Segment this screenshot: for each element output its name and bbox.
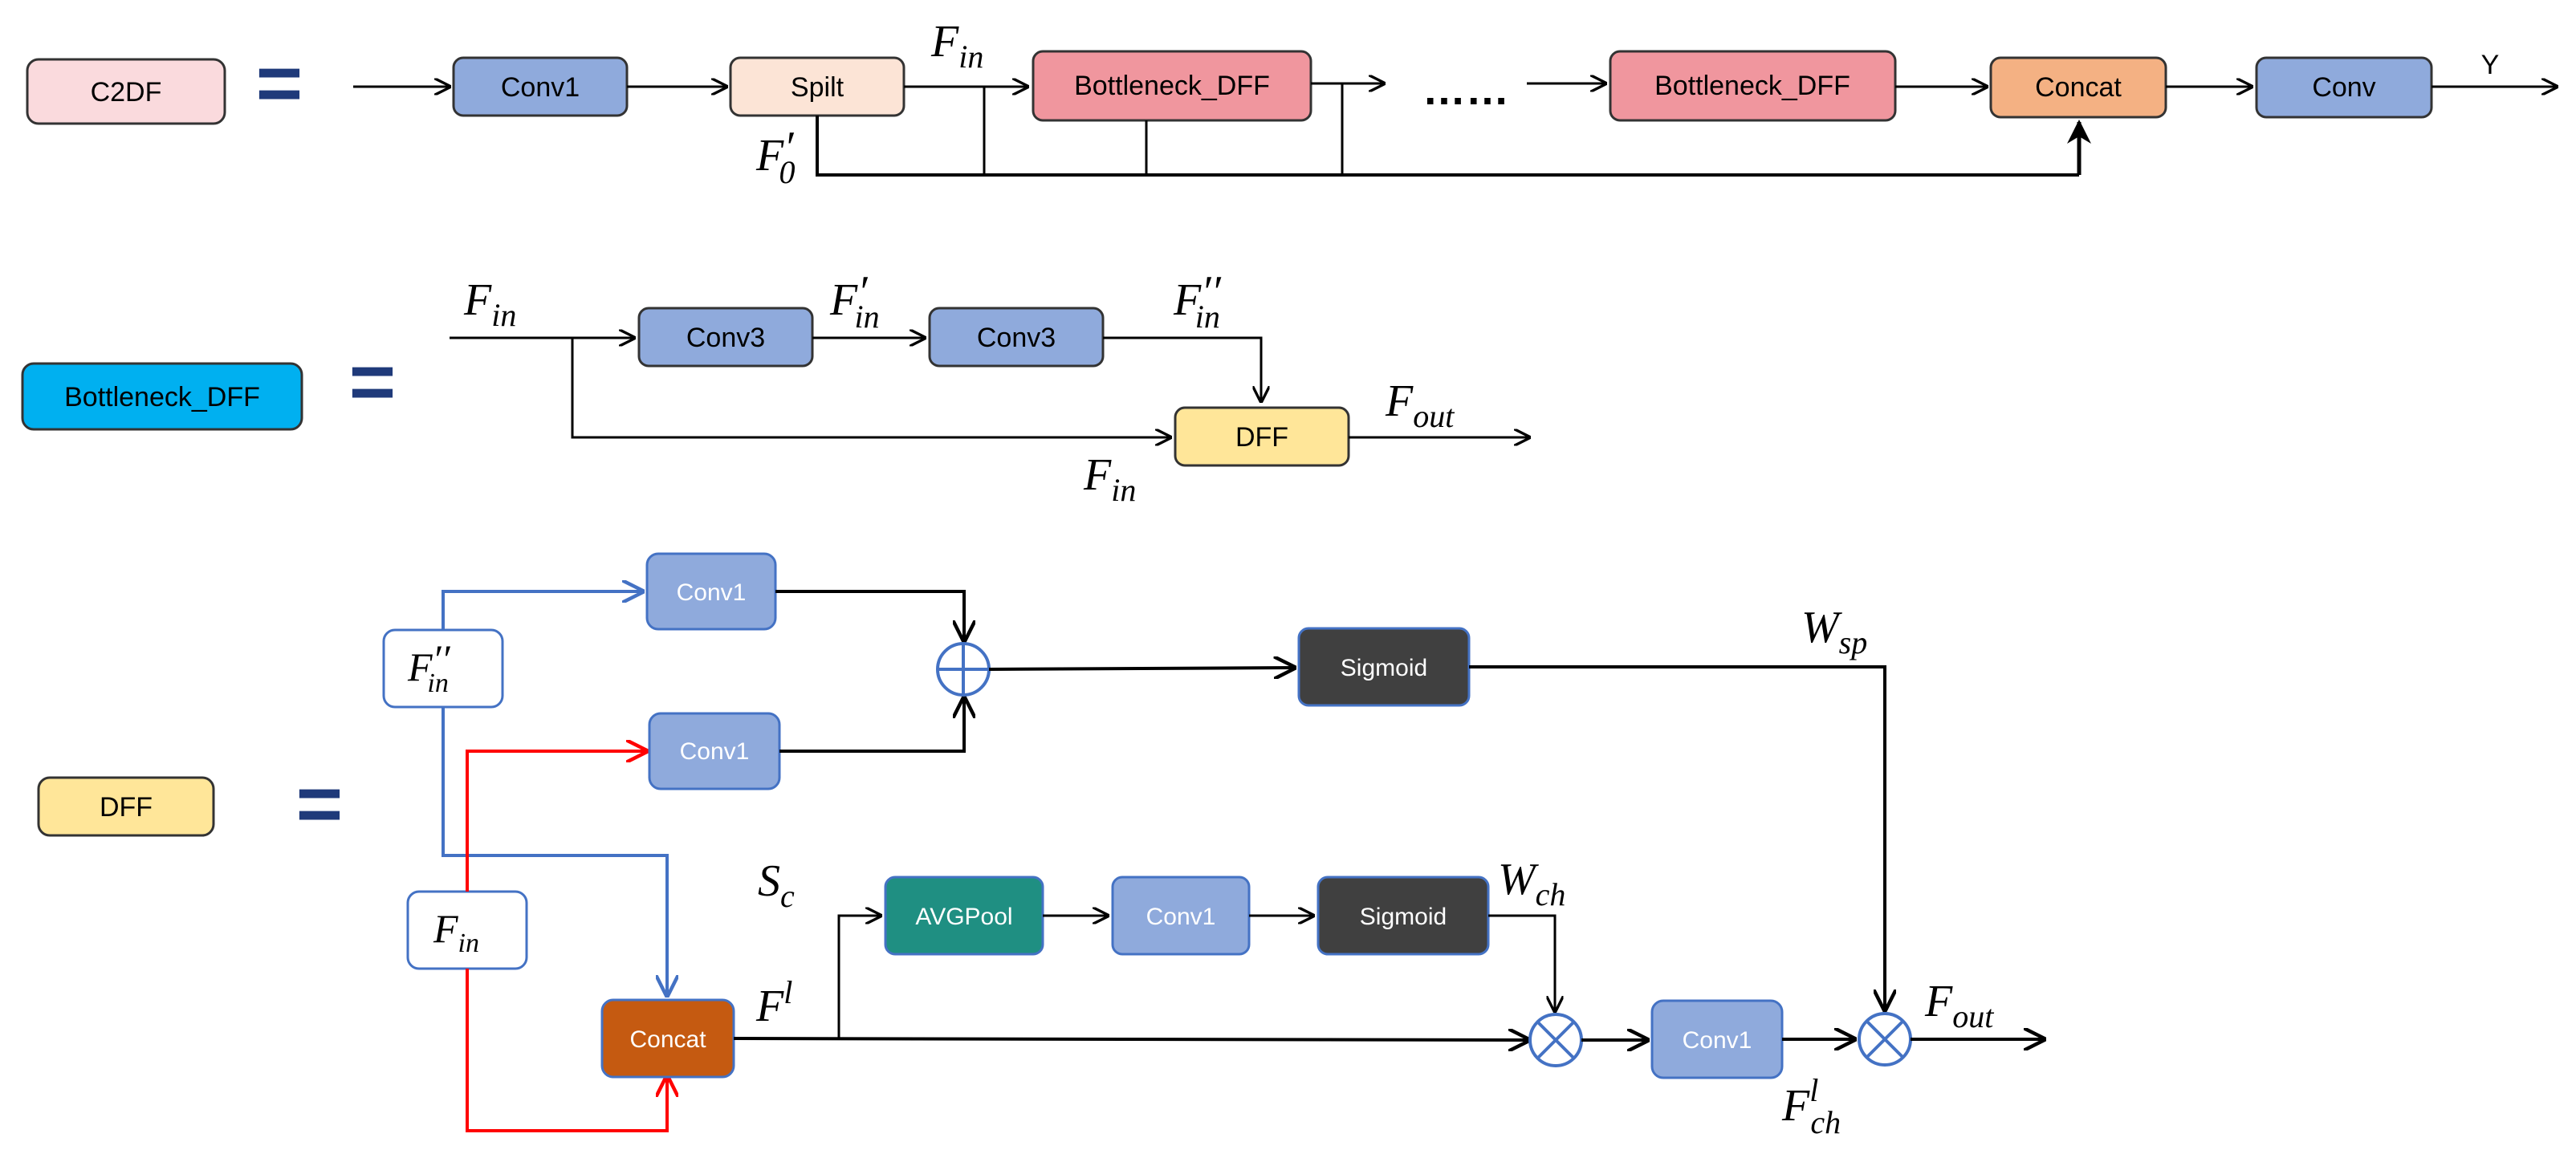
red-to-conv1-mid-arrow [466,751,646,892]
bottleneck-dff-label-1: Bottleneck_DFF [1074,71,1270,101]
blue-to-concat-arrow [442,707,667,995]
f-in-dprime-box-label: F′′in [407,636,450,698]
concat-to-mult-arrow [733,1038,1528,1040]
add-to-sigmoid-arrow [988,668,1294,669]
concat-brown-label: Concat [629,1026,706,1053]
f-out-label-dff: Fout [1924,977,1994,1034]
conv3-label-1: Conv3 [686,323,765,353]
conv1-label: Conv1 [501,72,580,103]
skip-f0-line [816,116,2079,177]
conv3-label-2: Conv3 [977,323,1056,353]
dff-title: DFF [100,792,153,823]
conv1-mid-label: Conv1 [680,738,750,765]
dff-equals: = [296,759,343,849]
conv1-mid-to-add-arrow [779,698,964,753]
f-in-label-row1: Fin [930,17,983,75]
bottleneck-equals: = [349,337,396,427]
bottleneck-dff-row: Bottleneck_DFF = Conv3 Conv3 DFF Fin F′i… [21,267,1529,508]
bottleneck-dff-title-box [21,362,303,431]
conv1-out-label: Conv1 [1683,1027,1752,1054]
split-label: Spilt [791,72,844,103]
bottleneck-dff-label-2: Bottleneck_DFF [1654,71,1850,101]
blue-to-conv1-top-arrow [442,591,642,630]
multiply-icon-1 [1528,1013,1583,1067]
avgpool-label: AVGPool [915,904,1012,930]
bn-skip-to-dff-arrow [571,338,1170,437]
f-in-label-bn-top: Fin [463,275,516,333]
sigmoid-top-label: Sigmoid [1341,655,1427,681]
f-in-label-bn-bottom: Fin [1083,450,1136,508]
conv3b-to-dff-arrow [1103,336,1261,401]
sigmoid-top-to-mult-arrow [1469,665,1885,1010]
f-out-label-bn: Fout [1385,376,1455,434]
dff-row: DFF = F′′in Fin Conv1 Conv1 [37,552,2044,1140]
red-to-concat-arrow [466,969,667,1132]
f0-prime-label: F′0 [755,123,795,190]
w-ch-label: Wch [1498,855,1565,912]
sigmoid-ch-label: Sigmoid [1360,904,1447,930]
dff-title-box [37,776,215,837]
dff-label-bn: DFF [1235,422,1288,453]
conv1-top-to-add-arrow [775,590,964,640]
s-c-label: Sc [758,856,795,914]
concat-label: Concat [2035,72,2122,103]
f-l-label: Fl [755,974,792,1031]
c2df-title: C2DF [91,77,162,108]
add-icon [936,642,991,697]
branch-to-avgpool-arrow [837,916,881,1038]
w-sp-label: Wsp [1801,603,1867,660]
bottleneck-dff-title: Bottleneck_DFF [64,382,260,412]
output-y-label: Y [2481,50,2500,80]
multiply-icon-2 [1858,1012,1912,1067]
f-in-box-label: Fin [433,906,479,958]
sigmoid-ch-to-mult-arrow [1488,914,1555,1011]
bottleneck-dff-box-1 [1032,50,1312,122]
c2df-row: C2DF = Conv1 Spilt Bottleneck_DFF …… Bot… [26,17,2557,190]
ellipsis: …… [1422,66,1509,114]
conv1-ch-label: Conv1 [1146,904,1216,930]
f-in-dprime-label-bn: F′′in [1173,267,1221,335]
conv-label: Conv [2312,72,2375,103]
c2df-title-box [26,58,226,125]
f-in-prime-label-bn: F′in [829,267,880,335]
conv1-top-label: Conv1 [677,579,747,606]
c2df-equals: = [256,39,303,128]
